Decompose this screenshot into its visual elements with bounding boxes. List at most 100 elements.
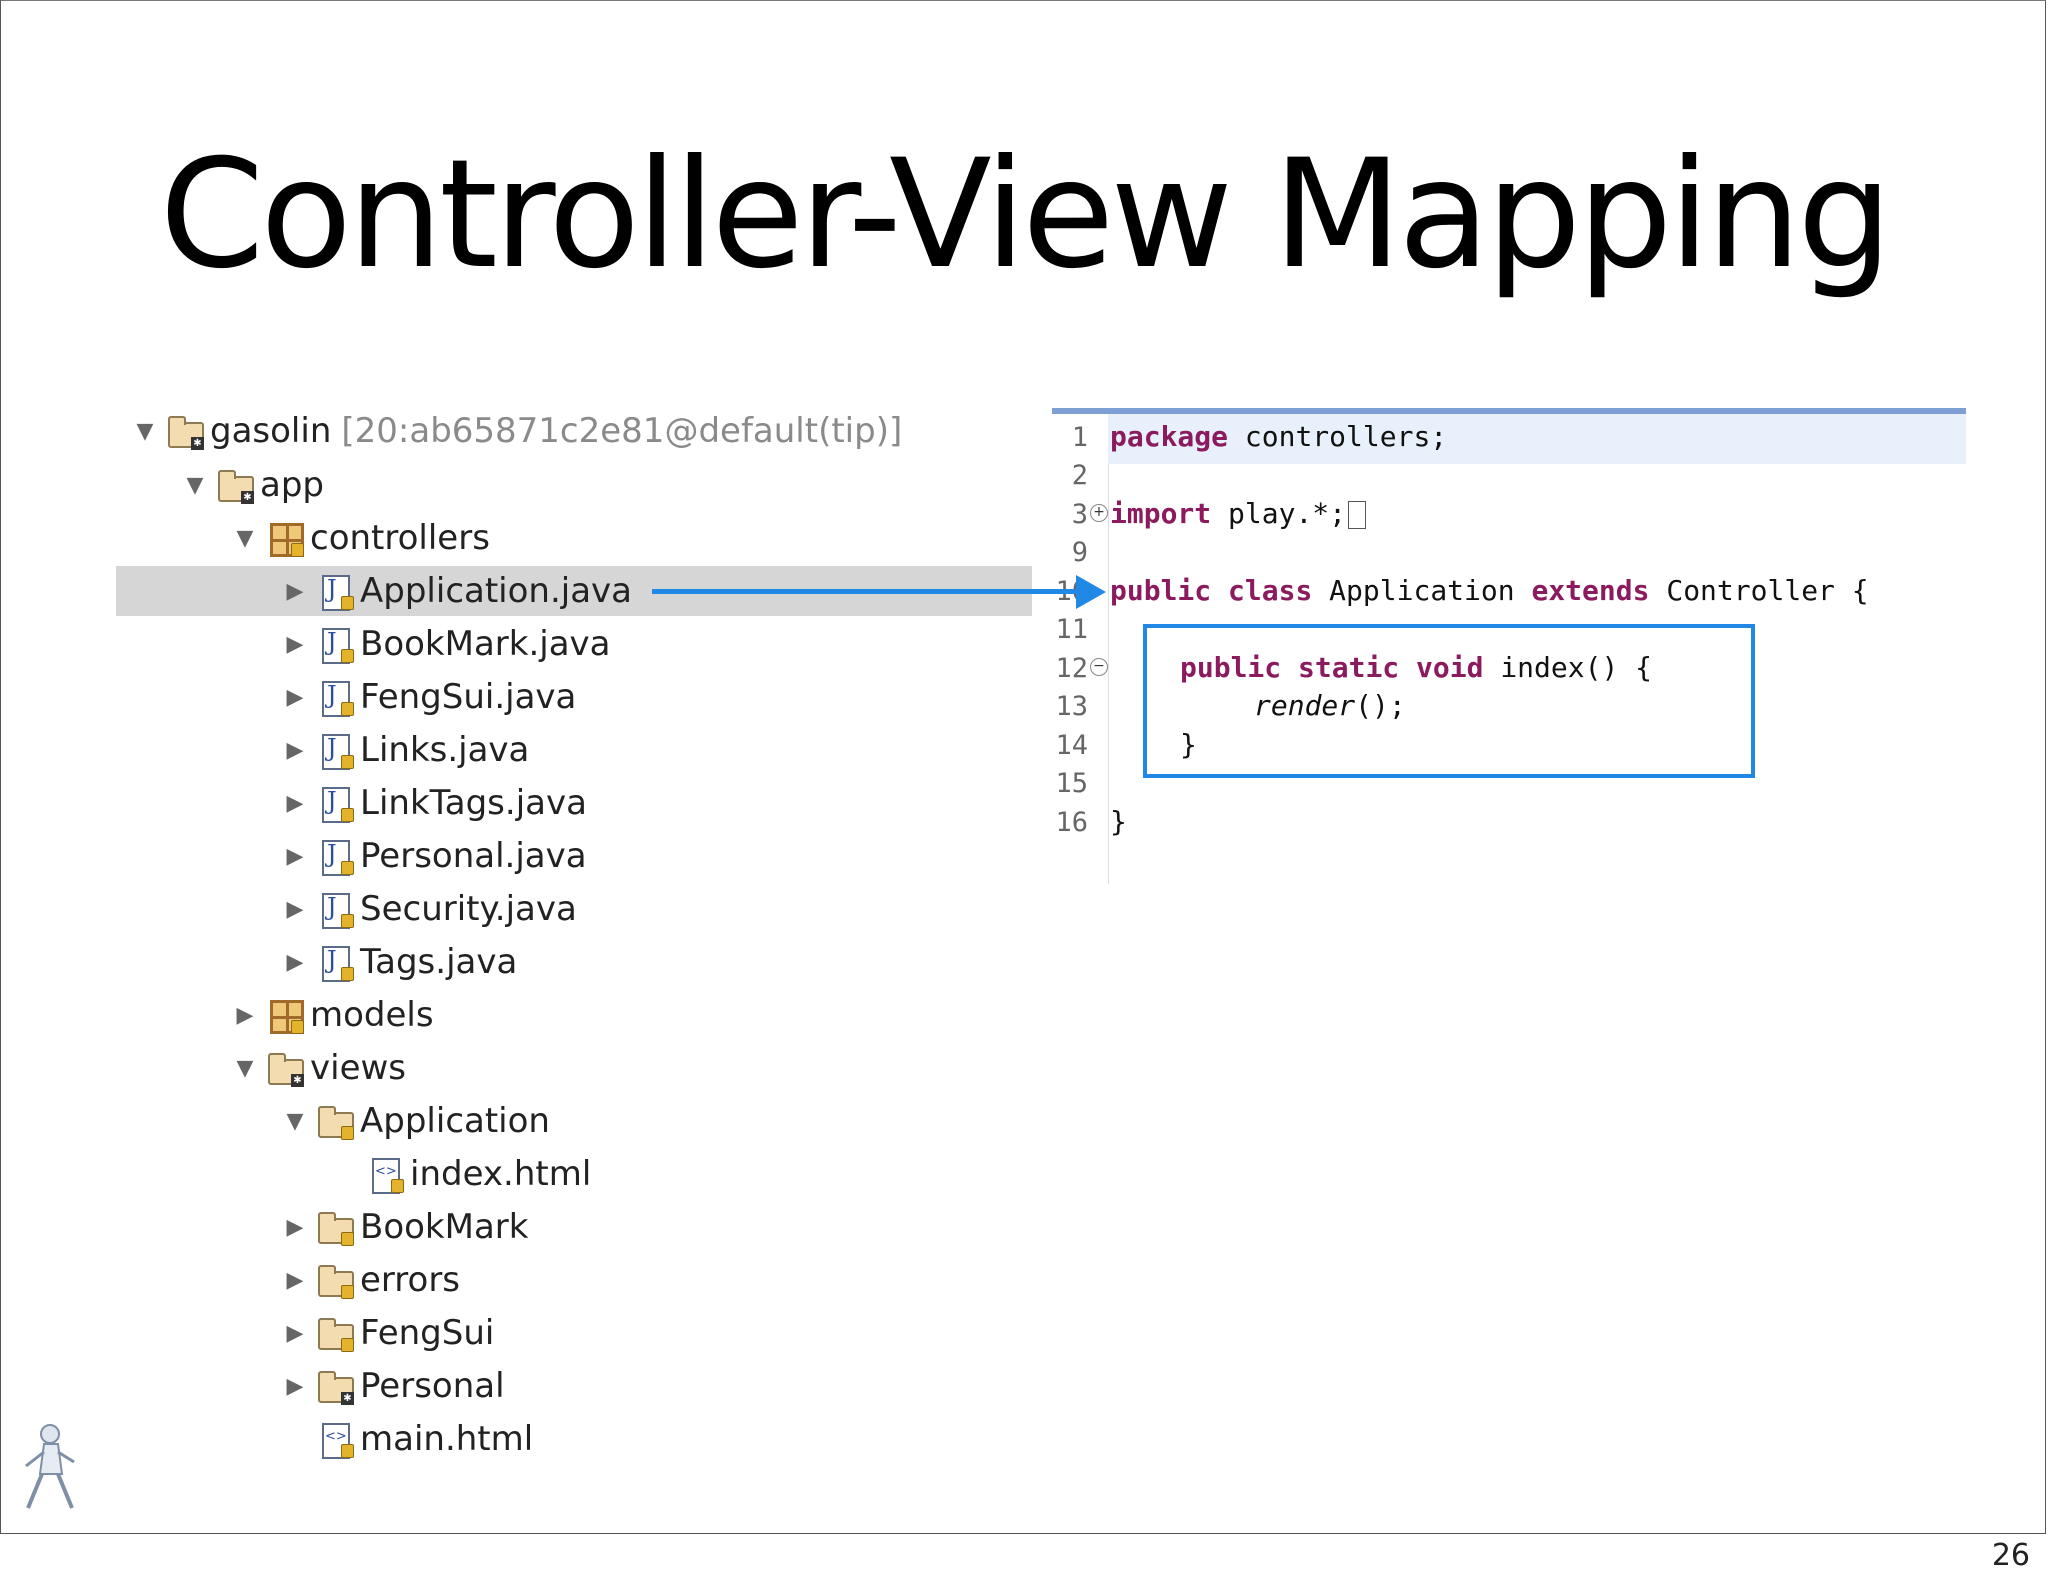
folder-icon: ✱ (266, 1051, 304, 1087)
line-number: 9 (1071, 537, 1088, 568)
folded-code-icon[interactable] (1348, 501, 1367, 529)
keyword: class (1228, 574, 1313, 607)
tree-item-personal-java[interactable]: ▶ Personal.java (282, 831, 587, 881)
tree-item-label: app (260, 465, 324, 505)
tree-item-controllers[interactable]: ▼ controllers (232, 513, 490, 563)
slide-frame (0, 0, 2046, 1534)
line-number: 3 (1071, 499, 1088, 530)
collapsed-triangle-icon[interactable]: ▶ (286, 949, 304, 975)
line-number: 16 (1055, 807, 1088, 838)
tree-item-views-personal[interactable]: ▶ ✱ Personal (282, 1361, 505, 1411)
mapping-arrow-line (652, 589, 1096, 594)
html-file-icon (316, 1422, 354, 1459)
keyword: static (1298, 651, 1400, 684)
package-icon (266, 998, 304, 1034)
tree-item-label: Tags.java (360, 942, 518, 982)
folder-icon: ✱ (316, 1369, 354, 1405)
tree-item-label: main.html (360, 1419, 534, 1459)
code-text: Controller { (1649, 574, 1869, 607)
code-line-16[interactable]: } (1110, 805, 1127, 838)
line-number: 13 (1055, 691, 1088, 722)
code-line-14[interactable]: } (1180, 728, 1197, 761)
collapsed-triangle-icon[interactable]: ▶ (286, 1373, 304, 1399)
tree-item-label: controllers (310, 518, 490, 558)
code-text: play.*; (1211, 497, 1347, 530)
collapsed-triangle-icon[interactable]: ▶ (286, 1214, 304, 1240)
tree-item-views-bookmark[interactable]: ▶ BookMark (282, 1202, 529, 1252)
tree-item-models[interactable]: ▶ models (232, 990, 434, 1040)
collapsed-triangle-icon[interactable]: ▶ (286, 1320, 304, 1346)
tree-item-label: LinkTags.java (360, 783, 587, 823)
folder-icon (316, 1104, 354, 1140)
java-file-icon (316, 786, 354, 823)
folder-icon (316, 1210, 354, 1246)
tree-item-views-fengsui[interactable]: ▶ FengSui (282, 1308, 495, 1358)
code-text: (); (1355, 689, 1406, 722)
tree-item-linktags-java[interactable]: ▶ LinkTags.java (282, 778, 587, 828)
tree-item-views[interactable]: ▼ ✱ views (232, 1043, 406, 1093)
tree-item-views-errors[interactable]: ▶ errors (282, 1255, 461, 1305)
expanded-triangle-icon[interactable]: ▼ (286, 1108, 304, 1134)
collapsed-triangle-icon[interactable]: ▶ (286, 896, 304, 922)
tree-item-label: Security.java (360, 889, 577, 929)
line-number: 12 (1055, 653, 1088, 684)
code-editor[interactable]: 1 2 3 9 10 11 12 13 14 15 16 + − package… (1052, 408, 1966, 884)
tree-item-bookmark-java[interactable]: ▶ BookMark.java (282, 619, 611, 669)
tree-item-main-html[interactable]: main.html (316, 1414, 533, 1464)
expand-fold-icon[interactable]: + (1090, 504, 1108, 522)
tree-item-index-html[interactable]: index.html (366, 1149, 591, 1199)
code-line-3[interactable]: import play.*; (1110, 497, 1367, 530)
keyword: public (1180, 651, 1282, 684)
java-file-icon (316, 680, 354, 717)
collapsed-triangle-icon[interactable]: ▶ (286, 684, 304, 710)
code-line-13[interactable]: render(); (1254, 689, 1406, 722)
tree-item-tags-java[interactable]: ▶ Tags.java (282, 937, 517, 987)
code-text: Application (1312, 574, 1532, 607)
expanded-triangle-icon[interactable]: ▼ (236, 1055, 254, 1081)
tree-item-label: Personal.java (360, 836, 587, 876)
code-line-12[interactable]: public static void index() { (1180, 651, 1652, 684)
expanded-triangle-icon[interactable]: ▼ (186, 472, 204, 498)
package-icon (266, 521, 304, 557)
expanded-triangle-icon[interactable]: ▼ (136, 418, 154, 444)
line-number: 1 (1071, 422, 1088, 453)
project-folder-icon: ✱ (166, 414, 204, 450)
tree-item-label: Personal (360, 1366, 505, 1406)
keyword: package (1110, 420, 1229, 453)
tree-item-label: Application (360, 1101, 550, 1141)
collapsed-triangle-icon[interactable]: ▶ (236, 1002, 254, 1028)
tree-item-label: BookMark.java (360, 624, 611, 664)
collapse-fold-icon[interactable]: − (1090, 658, 1108, 676)
mapping-arrow-head-icon (1076, 575, 1106, 609)
code-line-1[interactable]: package controllers; (1110, 420, 1447, 453)
java-file-icon (316, 733, 354, 770)
tree-item-security-java[interactable]: ▶ Security.java (282, 884, 577, 934)
tree-item-label: FengSui.java (360, 677, 577, 717)
tree-item-fengsui-java[interactable]: ▶ FengSui.java (282, 672, 576, 722)
tree-item-gasolin[interactable]: ▼ ✱ gasolin [20:ab65871c2e81@default(tip… (132, 406, 903, 456)
collapsed-triangle-icon[interactable]: ▶ (286, 1267, 304, 1293)
tree-item-label: Application.java (360, 571, 633, 611)
slide-page-number: 26 (1991, 1538, 2030, 1573)
collapsed-triangle-icon[interactable]: ▶ (286, 578, 304, 604)
tree-item-application-java[interactable]: ▶ Application.java (282, 566, 632, 616)
tree-item-label: FengSui (360, 1313, 495, 1353)
html-file-icon (366, 1157, 404, 1194)
tree-item-views-application[interactable]: ▼ Application (282, 1096, 550, 1146)
collapsed-triangle-icon[interactable]: ▶ (286, 737, 304, 763)
expanded-triangle-icon[interactable]: ▼ (236, 525, 254, 551)
tree-item-links-java[interactable]: ▶ Links.java (282, 725, 529, 775)
collapsed-triangle-icon[interactable]: ▶ (286, 790, 304, 816)
collapsed-triangle-icon[interactable]: ▶ (286, 631, 304, 657)
keyword: public (1110, 574, 1212, 607)
code-line-10[interactable]: public class Application extends Control… (1110, 574, 1869, 607)
tree-item-app[interactable]: ▼ ✱ app (182, 460, 324, 510)
java-file-icon (316, 627, 354, 664)
line-number: 14 (1055, 730, 1088, 761)
collapsed-triangle-icon[interactable]: ▶ (286, 843, 304, 869)
tree-item-label: Links.java (360, 730, 530, 770)
folder-icon (316, 1263, 354, 1299)
method-call: render (1254, 689, 1356, 722)
tree-item-label: BookMark (360, 1207, 529, 1247)
code-text: controllers; (1228, 420, 1448, 453)
